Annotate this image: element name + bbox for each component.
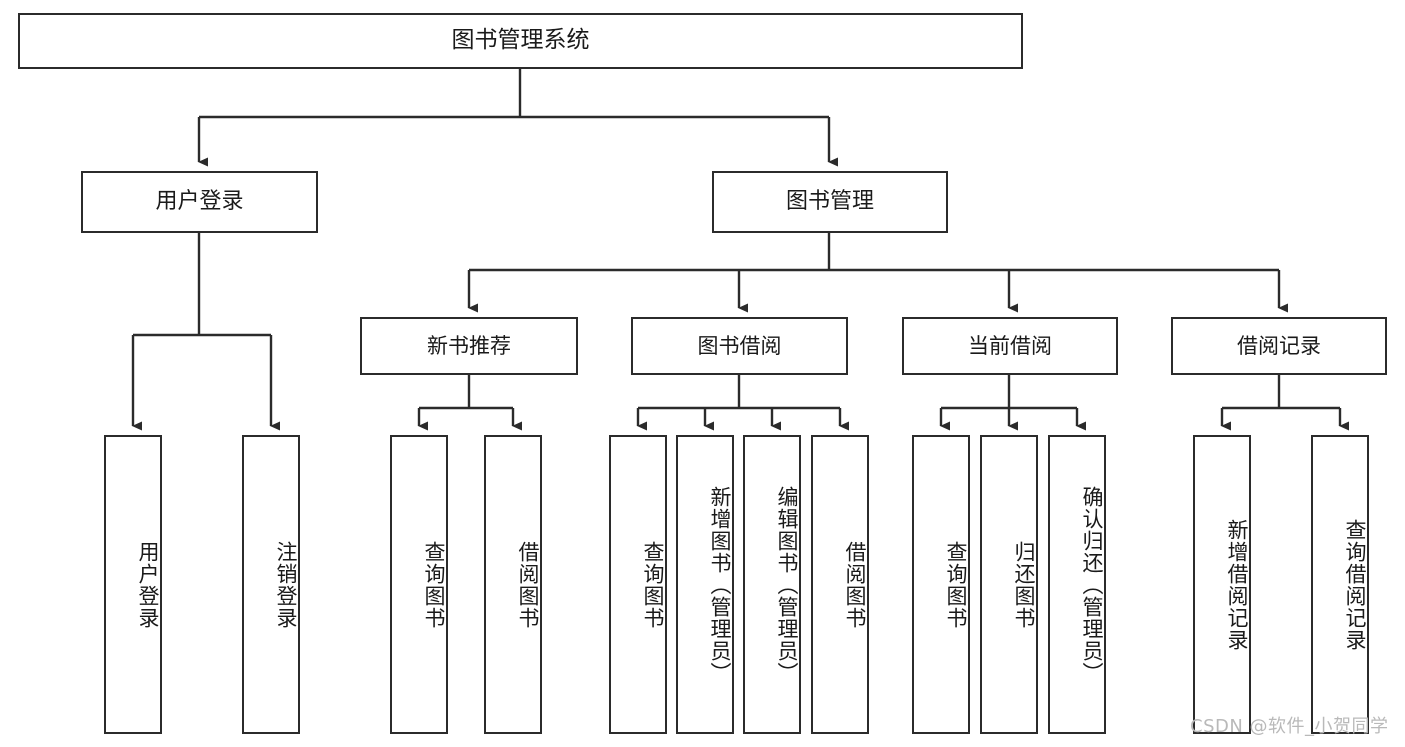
node-book-borrow[interactable]: 图书借阅 [631,317,848,375]
node-leaf-borrow-book-recommend[interactable]: 借阅图书 [484,435,542,734]
node-label: 查询图书 [422,540,446,629]
node-leaf-confirm-return-admin[interactable]: 确认归还（管理员） [1048,435,1106,734]
node-label: 编辑图书（管理员） [775,485,799,684]
node-label: 用户登录 [155,189,244,215]
node-label: 借阅记录 [1237,333,1321,358]
node-label: 确认归还（管理员） [1080,485,1104,684]
node-user-login[interactable]: 用户登录 [81,171,318,233]
watermark-text: CSDN @软件_小贺同学 [1190,716,1389,737]
node-leaf-add-book-admin[interactable]: 新增图书（管理员） [676,435,734,734]
node-label: 归还图书 [1012,540,1036,629]
node-borrow-record[interactable]: 借阅记录 [1171,317,1387,375]
node-label: 图书借阅 [697,333,782,358]
node-leaf-query-book-current[interactable]: 查询图书 [912,435,970,734]
node-leaf-query-book-borrow[interactable]: 查询图书 [609,435,667,734]
node-label: 图书管理 [785,189,874,215]
node-leaf-borrow-book[interactable]: 借阅图书 [811,435,869,734]
node-label: 当前借阅 [968,333,1052,358]
node-label: 查询图书 [944,540,968,629]
node-book-management[interactable]: 图书管理 [712,171,948,233]
node-new-book-recommend[interactable]: 新书推荐 [360,317,578,375]
node-label: 借阅图书 [843,540,867,629]
node-label: 借阅图书 [516,540,540,629]
node-leaf-return-book[interactable]: 归还图书 [980,435,1038,734]
node-leaf-logout[interactable]: 注销登录 [242,435,300,734]
node-label: 图书管理系统 [451,27,590,54]
node-label: 新增图书（管理员） [708,485,732,684]
node-leaf-edit-book-admin[interactable]: 编辑图书（管理员） [743,435,801,734]
node-label: 查询图书 [641,540,665,629]
node-leaf-query-book-recommend[interactable]: 查询图书 [390,435,448,734]
node-label: 用户登录 [136,540,160,629]
node-label: 新书推荐 [427,333,511,358]
node-leaf-user-login[interactable]: 用户登录 [104,435,162,734]
node-label: 注销登录 [274,540,298,629]
node-leaf-query-borrow-record[interactable]: 查询借阅记录 [1311,435,1369,734]
node-root-system[interactable]: 图书管理系统 [18,13,1023,69]
node-label: 查询借阅记录 [1343,518,1367,651]
node-label: 新增借阅记录 [1225,518,1249,651]
node-leaf-add-borrow-record[interactable]: 新增借阅记录 [1193,435,1251,734]
node-current-borrow[interactable]: 当前借阅 [902,317,1118,375]
